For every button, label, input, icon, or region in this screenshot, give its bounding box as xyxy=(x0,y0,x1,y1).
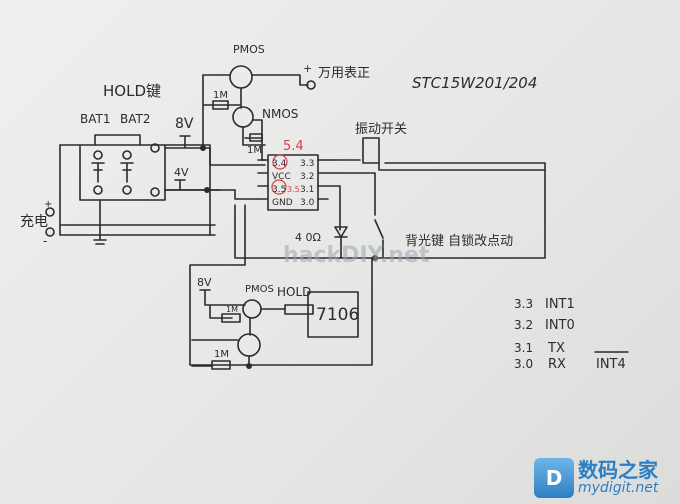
label-8v: 8V xyxy=(175,116,194,132)
table-pin: 3.3 xyxy=(514,297,533,311)
label-pmos-top: PMOS xyxy=(233,43,265,56)
battery-block xyxy=(59,134,221,245)
table-func: INT0 xyxy=(545,318,575,333)
label-1m-c: 1M xyxy=(226,305,238,314)
pin-3-5: 3.5 xyxy=(272,185,286,195)
pin-3-3: 3.3 xyxy=(300,159,314,169)
label-hold: HOLD xyxy=(277,285,311,299)
charge-minus: - xyxy=(43,234,47,248)
led-symbol xyxy=(334,226,348,259)
home-icon: D xyxy=(534,458,574,498)
plus-sign: + xyxy=(303,62,312,75)
logo-text-cn: 数码之家 xyxy=(578,458,658,483)
chip-title: STC15W201/204 xyxy=(412,74,537,92)
charge-plus: + xyxy=(44,199,52,210)
wire-gnd xyxy=(234,162,546,259)
label-bat2: BAT2 xyxy=(120,112,150,126)
label-bat1: BAT1 xyxy=(80,112,110,126)
pin-3-0: 3.0 xyxy=(300,198,315,208)
table-func: RX xyxy=(548,357,566,372)
mydigit-logo: D 数码之家 mydigit.net xyxy=(534,456,674,500)
table-extra: INT4 xyxy=(596,357,626,372)
label-8v-bottom: 8V xyxy=(197,276,212,289)
label-1m-d: 1M xyxy=(214,349,229,360)
label-vibration-switch: 振动开关 xyxy=(355,122,407,137)
label-nmos: NMOS xyxy=(262,107,298,121)
label-red-54: 5.4 xyxy=(283,139,304,154)
label-hold-key: HOLD键 xyxy=(103,82,161,100)
pin-gnd: GND xyxy=(272,198,293,208)
table-func: INT1 xyxy=(545,297,575,312)
pin-3-4: 3.4 xyxy=(272,159,287,169)
label-pmos-bottom: PMOS xyxy=(245,284,274,295)
label-1m-a: 1M xyxy=(213,90,228,101)
top-mosfets xyxy=(202,65,316,166)
backlight-switch-symbol xyxy=(374,219,384,259)
pin-3-1: 3.1 xyxy=(300,185,314,195)
chip-7106-box xyxy=(307,291,359,338)
label-40-ohm: 4 0Ω xyxy=(295,231,321,244)
label-4v: 4V xyxy=(174,166,189,179)
stc-chip xyxy=(257,154,329,211)
label-1m-b: 1M xyxy=(247,145,262,156)
table-pin: 3.0 xyxy=(514,357,533,371)
table-func: TX xyxy=(547,341,565,356)
pin-3-5-red: 3.5 xyxy=(287,185,300,194)
label-meter-positive: 万用表正 xyxy=(318,66,370,81)
logo-letter: D xyxy=(545,466,563,490)
rail-4v xyxy=(164,179,236,191)
label-backlight-key: 背光键 自锁改点动 xyxy=(405,233,513,249)
wire-pins xyxy=(327,159,376,231)
label-7106: 7106 xyxy=(316,305,359,325)
pin-3-2: 3.2 xyxy=(300,172,314,182)
vibration-switch-symbol xyxy=(362,137,380,164)
table-pin: 3.1 xyxy=(514,341,533,355)
table-pin: 3.2 xyxy=(514,318,533,332)
pin-vcc: VCC xyxy=(272,172,291,182)
hackdiy-watermark: hackDIY.net xyxy=(283,243,430,268)
label-charge: 充电 xyxy=(20,214,48,230)
bottom-circuit xyxy=(189,204,373,370)
pin-function-table: 3.3 INT1 3.2 INT0 3.1 TX 3.0 RX INT4 xyxy=(514,297,629,372)
logo-text-en: mydigit.net xyxy=(578,480,659,497)
